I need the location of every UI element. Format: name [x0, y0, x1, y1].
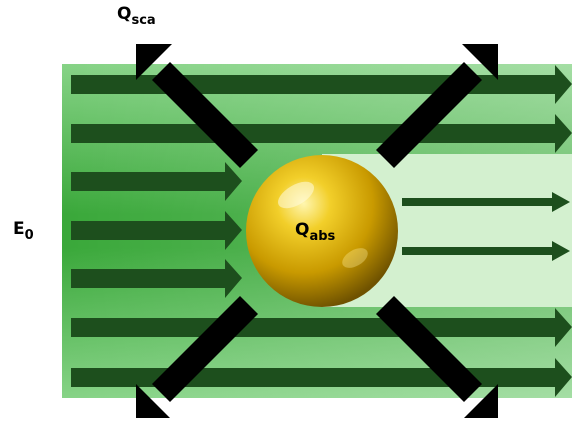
scattering-arrow-lower-left: [136, 296, 258, 418]
incident-arrow: [71, 308, 572, 347]
transmitted-arrow: [402, 192, 570, 212]
incident-arrow: [71, 114, 572, 153]
scattering-arrow-upper-left: [136, 44, 258, 168]
incident-arrow: [71, 211, 242, 250]
transmitted-arrows: [402, 192, 570, 261]
absorption-label: Qabs: [295, 220, 336, 244]
gold-nanoparticle: [246, 155, 398, 307]
scattering-arrows: [136, 44, 498, 418]
incident-field-label: E0: [13, 219, 34, 243]
scattering-arrow-upper-right: [376, 44, 498, 168]
incident-arrow: [71, 259, 242, 298]
incident-arrows-short: [71, 162, 242, 298]
scattering-arrow-lower-right: [376, 296, 498, 418]
scattering-label: Qsca: [117, 4, 156, 28]
incident-arrow: [71, 162, 242, 201]
transmitted-arrow: [402, 241, 570, 261]
